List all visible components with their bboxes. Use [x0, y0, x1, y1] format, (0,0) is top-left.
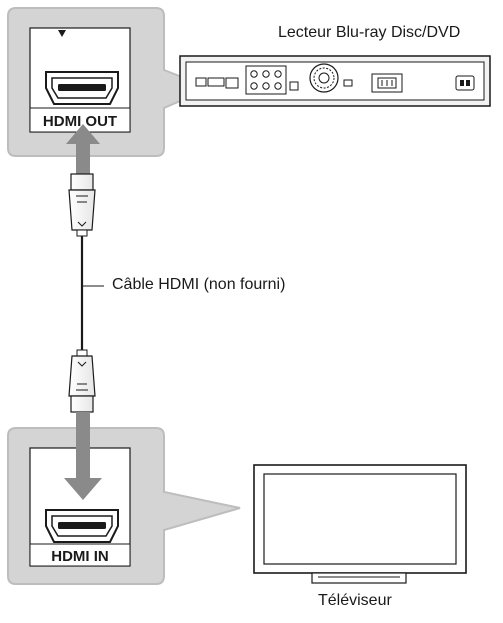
hdmi-in-port-icon	[45, 509, 119, 543]
hdmi-cable	[68, 173, 104, 413]
device-label: Lecteur Blu-ray Disc/DVD	[278, 24, 461, 41]
hdmi-out-port-icon	[45, 71, 119, 105]
hdmi-plug-bottom-icon	[68, 349, 96, 413]
arrow-down-icon	[64, 412, 102, 500]
callout-hdmi-in	[7, 427, 241, 585]
callout-hdmi-out	[7, 7, 213, 157]
hdmi-plug-top-icon	[68, 173, 96, 237]
arrow-up-icon	[66, 124, 100, 174]
hdmi-out-port-label: HDMI OUT	[43, 113, 117, 130]
television-icon	[253, 464, 467, 584]
hdmi-in-port-label: HDMI IN	[51, 548, 109, 565]
cable-label: Câble HDMI (non fourni)	[112, 276, 286, 293]
tv-label: Téléviseur	[318, 592, 392, 609]
triangle-marker-icon	[58, 30, 66, 37]
bluray-player-rear-panel	[179, 55, 491, 107]
